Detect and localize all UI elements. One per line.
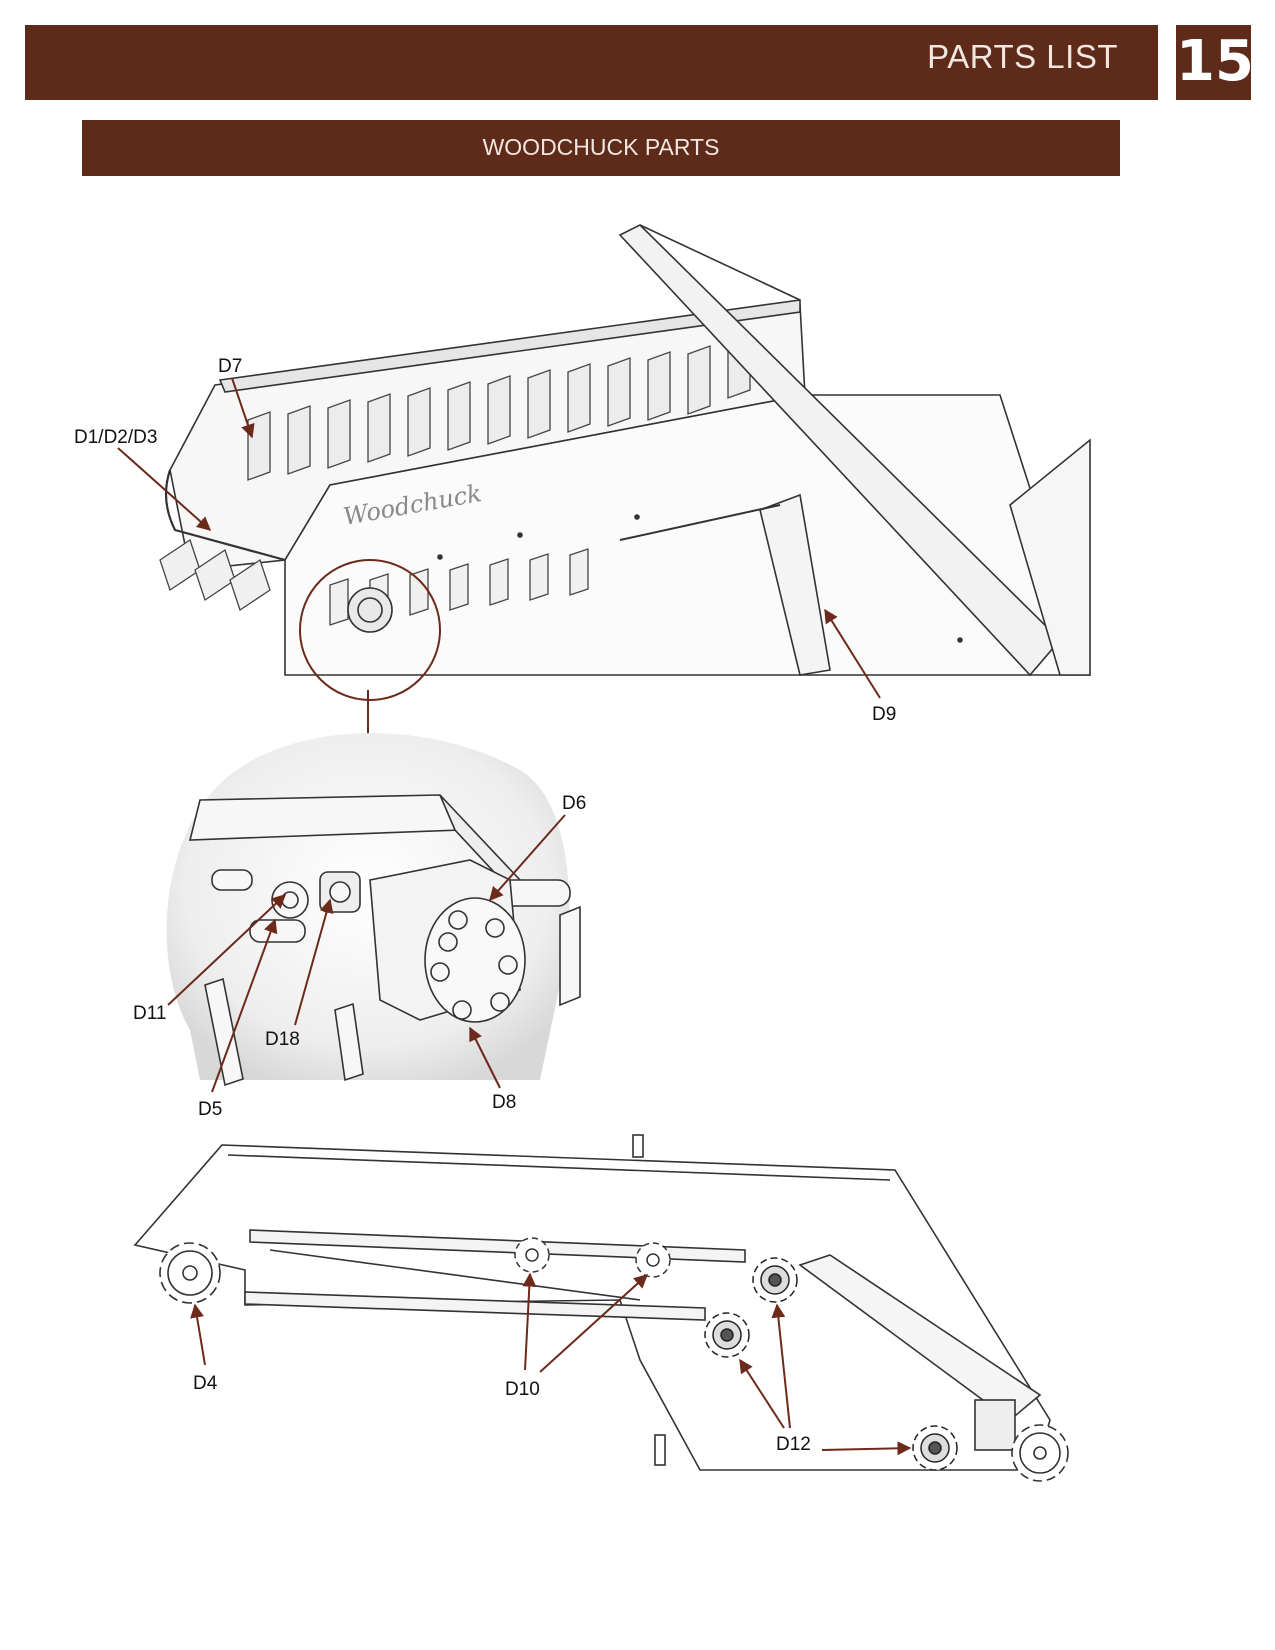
- detail-callout-circle: [299, 559, 441, 701]
- leader-d11: [167, 894, 287, 1006]
- leader-d12-lower: [821, 1441, 912, 1456]
- callout-d1-d2-d3: D1/D2/D3: [74, 427, 157, 448]
- leader-d18: [294, 898, 334, 1026]
- callout-d6: D6: [562, 793, 586, 814]
- callout-d18: D18: [265, 1029, 300, 1050]
- callout-d11: D11: [133, 1003, 166, 1024]
- section-bar: WOODCHUCK PARTS: [82, 120, 1120, 176]
- callout-d4: D4: [193, 1373, 218, 1394]
- leader-d10-right: [539, 1274, 649, 1373]
- page-title: PARTS LIST: [927, 38, 1118, 75]
- sprocket-d12-middle: [704, 1312, 750, 1358]
- sprocket-side-view-illustration: [133, 1134, 1051, 1471]
- leader-d1-d2-d3: [117, 447, 212, 531]
- leader-d7: [231, 377, 255, 439]
- header-bar: PARTS LIST: [25, 25, 1158, 100]
- sprocket-d12-upper: [752, 1257, 798, 1303]
- section-title: WOODCHUCK PARTS: [482, 134, 720, 160]
- sprocket-drive-right: [1011, 1424, 1069, 1482]
- callout-d12: D12: [776, 1434, 811, 1455]
- leader-d5: [211, 918, 278, 1093]
- leader-d8: [469, 1026, 501, 1089]
- sprocket-d10-left: [514, 1237, 550, 1273]
- leader-d10-left: [522, 1272, 537, 1371]
- callout-d5: D5: [198, 1099, 222, 1120]
- leader-d12-middle: [739, 1358, 785, 1429]
- callout-d10: D10: [505, 1379, 540, 1400]
- callout-d7: D7: [218, 356, 242, 377]
- callout-d9: D9: [872, 704, 896, 725]
- leader-d6: [489, 814, 566, 902]
- leader-d9: [824, 608, 881, 699]
- sprocket-d4: [159, 1242, 221, 1304]
- sprocket-d12-lower: [912, 1425, 958, 1471]
- page-number: 15: [1176, 29, 1254, 94]
- leader-d12-upper: [771, 1303, 791, 1429]
- sprocket-d10-right: [635, 1242, 671, 1278]
- page-number-box: 15: [1176, 25, 1254, 100]
- callout-d8: D8: [492, 1092, 516, 1113]
- leader-d4: [190, 1303, 206, 1366]
- motor-detail-illustration: [166, 733, 581, 1087]
- machine-overview-illustration: [159, 224, 1092, 677]
